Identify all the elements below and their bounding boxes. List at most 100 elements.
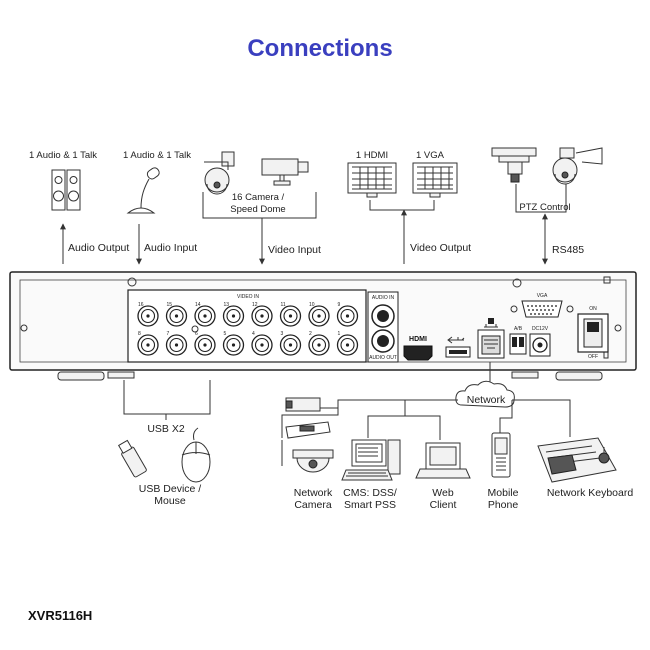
mobile-phone-label-line1: Mobile [488, 487, 519, 499]
bnc-connector[interactable] [279, 305, 302, 327]
network-camera-label-line1: Network [294, 487, 333, 499]
bnc-channel-label: 5 [224, 331, 227, 337]
network-box-camera-icon [285, 421, 331, 439]
bnc-connector[interactable] [336, 305, 359, 327]
hdmi-label: 1 HDMI [356, 150, 388, 161]
hdmi-monitor-icon [347, 162, 397, 198]
bnc-connector[interactable] [308, 334, 330, 356]
audio-talk-label-1: 1 Audio & 1 Talk [29, 150, 97, 161]
bnc-channel-label: 14 [195, 302, 201, 308]
dc-power-port[interactable] [529, 333, 551, 357]
rs485-label: RS485 [552, 244, 584, 256]
camera-label-line2: Speed Dome [230, 204, 285, 215]
bnc-connector[interactable] [194, 334, 216, 356]
bnc-block [127, 289, 367, 363]
audio-in-port[interactable] [371, 304, 395, 328]
vga-port-label: VGA [537, 293, 548, 299]
page-title: Connections [247, 35, 392, 62]
usb-device-label-line1: USB Device / [139, 483, 202, 495]
microphone-icon [126, 167, 160, 214]
vga-port[interactable] [510, 300, 574, 318]
vga-monitor-icon [412, 162, 458, 198]
bnc-channel-label: 3 [281, 331, 284, 337]
bnc-connector[interactable] [137, 305, 159, 327]
audio-input-label: Audio Input [144, 242, 197, 254]
bnc-channel-label: 6 [195, 331, 198, 337]
off-label: OFF [588, 354, 598, 360]
bnc-channel-label: 9 [338, 302, 341, 308]
cms-label-line1: CMS: DSS/ [343, 487, 397, 499]
web-client-label-line1: Web [432, 487, 454, 499]
usb-device-label-line2: Mouse [154, 495, 186, 507]
ptz-camera-icon-left [491, 147, 537, 183]
power-switch[interactable] [577, 313, 609, 353]
dc-label: DC12V [532, 326, 549, 332]
bnc-channel-label: 2 [309, 331, 312, 337]
box-camera-icon [261, 158, 309, 186]
bnc-connector[interactable] [222, 305, 245, 327]
network-port-icon [484, 318, 498, 328]
ab-label: A/B [514, 326, 523, 332]
bnc-channel-label: 7 [167, 331, 170, 337]
bnc-channel-label: 8 [138, 331, 141, 337]
laptop-icon [415, 442, 471, 479]
bnc-connector[interactable] [222, 334, 245, 356]
ptz-camera-icon-right [552, 147, 603, 185]
bnc-connector[interactable] [251, 334, 273, 356]
network-line-camera [320, 399, 458, 409]
speed-dome-camera-icon [204, 151, 235, 195]
bnc-connector[interactable] [194, 305, 216, 327]
video-input-label: Video Input [268, 244, 321, 256]
audio-out-port[interactable] [371, 329, 395, 353]
network-dome-camera-icon [292, 449, 334, 473]
ptz-control-label: PTZ Control [519, 202, 570, 213]
bnc-bottom-row: 8 7 6 5 4 3 2 1 [137, 331, 359, 356]
video-output-label: Video Output [410, 242, 471, 254]
usb-x2-label: USB X2 [147, 423, 185, 435]
usb-stick-icon [117, 439, 147, 478]
bnc-channel-label: 11 [281, 302, 286, 308]
on-label: ON [589, 306, 597, 312]
hdmi-port[interactable] [403, 345, 433, 361]
mouse-icon [181, 427, 211, 483]
cms-label-line2: Smart PSS [344, 499, 396, 511]
network-keyboard-label: Network Keyboard [547, 487, 634, 499]
network-bullet-camera-icon [285, 397, 321, 412]
audio-in-label: AUDIO IN [372, 295, 395, 301]
bnc-connector[interactable] [308, 305, 330, 327]
hdmi-port-label: HDMI [409, 336, 427, 343]
network-camera-label-line2: Camera [294, 499, 332, 511]
audio-output-label: Audio Output [68, 242, 129, 254]
speaker-icon [51, 169, 81, 211]
vga-label: 1 VGA [416, 150, 445, 161]
mobile-phone-label-line2: Phone [488, 499, 519, 511]
bnc-connector[interactable] [165, 305, 188, 327]
network-label: Network [467, 394, 506, 406]
audio-out-label: AUDIO OUT [369, 355, 397, 361]
bnc-connector[interactable] [137, 334, 159, 356]
lan-port[interactable] [477, 329, 505, 359]
bnc-channel-label: 10 [309, 302, 315, 308]
video-in-label: VIDEO IN [237, 294, 259, 300]
bnc-channel-label: 12 [252, 302, 258, 308]
bnc-channel-label: 1 [338, 331, 341, 337]
camera-label-line1: 16 Camera / [232, 192, 285, 203]
pc-icon [341, 439, 401, 481]
network-keyboard-icon [537, 437, 617, 483]
bnc-connector[interactable] [251, 305, 273, 327]
audio-talk-label-2: 1 Audio & 1 Talk [123, 150, 191, 161]
bnc-connector[interactable] [279, 334, 302, 356]
usb-icon [447, 336, 465, 344]
bnc-connector[interactable] [336, 334, 359, 356]
usb-bracket [123, 380, 211, 415]
model-label: XVR5116H [28, 608, 92, 623]
mobile-phone-icon [491, 432, 511, 478]
bnc-connector[interactable] [165, 334, 188, 356]
rs485-terminal[interactable] [509, 333, 527, 355]
bnc-channel-label: 13 [224, 302, 230, 308]
bnc-channel-label: 16 [138, 302, 144, 308]
bnc-channel-label: 4 [252, 331, 255, 337]
